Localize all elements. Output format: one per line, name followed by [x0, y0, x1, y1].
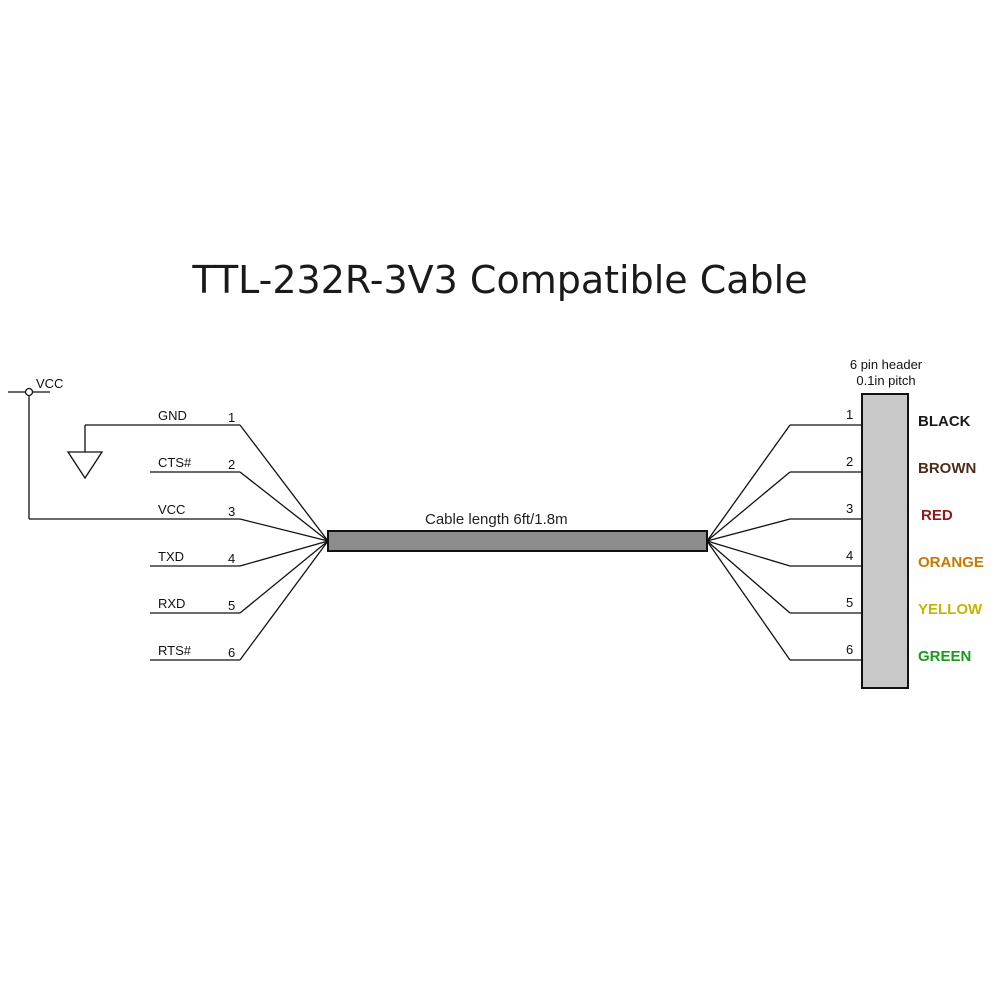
right-pin-number-3: 3 — [846, 501, 854, 516]
left-pin-number-5: 5 — [228, 598, 236, 613]
left-signal-label-2: CTS# — [158, 455, 192, 470]
left-signal-label-5: RXD — [158, 596, 186, 611]
right-wire-diagonal-4 — [706, 540, 791, 567]
vcc-node — [24, 387, 34, 397]
left-pin-number-2: 2 — [228, 457, 236, 472]
right-pin-number-1: 1 — [846, 407, 854, 422]
left-wire-diagonal-6 — [239, 540, 329, 661]
right-wire-diagonal-5 — [706, 540, 791, 614]
left-pin-number-6: 6 — [228, 645, 236, 660]
wire-color-label-4: ORANGE — [918, 554, 984, 571]
wire-color-label-1: BLACK — [918, 413, 971, 430]
wire-color-label-6: GREEN — [918, 648, 972, 665]
wire-color-label-5: YELLOW — [918, 601, 983, 618]
left-wire-diagonal-5 — [239, 540, 329, 614]
right-wire-diagonal-3 — [706, 518, 791, 542]
right-pin-number-6: 6 — [846, 642, 854, 657]
right-pin-number-4: 4 — [846, 548, 854, 563]
left-signal-label-1: GND — [158, 408, 187, 423]
wire-color-label-2: BROWN — [918, 460, 977, 477]
left-signal-label-4: TXD — [158, 549, 184, 564]
vcc-source-label: VCC — [36, 376, 64, 391]
cable-body — [327, 530, 708, 552]
right-wire-diagonal-1 — [706, 424, 791, 542]
header-description: 6 pin header 0.1in pitch — [826, 357, 946, 389]
ground-symbol — [66, 451, 104, 480]
header-line-2: 0.1in pitch — [856, 373, 916, 388]
left-wire-diagonal-4 — [239, 540, 329, 567]
cable-length-label: Cable length 6ft/1.8m — [425, 511, 568, 528]
left-signal-label-3: VCC — [158, 502, 186, 517]
right-pin-number-5: 5 — [846, 595, 854, 610]
pin-header-block — [861, 393, 909, 689]
right-wire-diagonal-6 — [706, 540, 791, 661]
left-pin-number-4: 4 — [228, 551, 236, 566]
right-wire-diagonal-2 — [706, 471, 791, 542]
left-pin-number-1: 1 — [228, 410, 236, 425]
right-pin-number-2: 2 — [846, 454, 854, 469]
left-pin-number-3: 3 — [228, 504, 236, 519]
left-signal-label-6: RTS# — [158, 643, 191, 658]
wire-color-label-3: RED — [921, 507, 953, 524]
header-line-1: 6 pin header — [849, 357, 923, 372]
left-wire-diagonal-2 — [239, 471, 329, 542]
left-wire-diagonal-3 — [239, 518, 329, 542]
diagram-title: TTL-232R-3V3 Compatible Cable — [192, 258, 808, 302]
left-wire-diagonal-1 — [239, 424, 329, 542]
